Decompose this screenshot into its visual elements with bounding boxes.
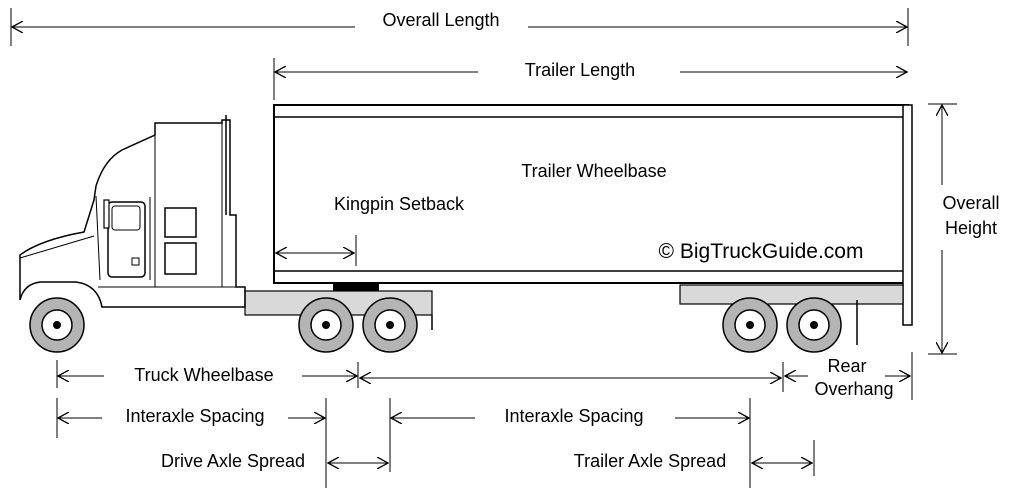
sleeper-window-lower (164, 242, 197, 275)
truck-wheelbase-label: Truck Wheelbase (134, 365, 273, 385)
drive-axle-spread-label: Drive Axle Spread (161, 451, 305, 471)
trailer-box (273, 104, 909, 284)
hood-crease (19, 235, 95, 259)
trailer-length-label: Trailer Length (525, 60, 635, 80)
cab-window (107, 201, 146, 278)
tractor-cab (19, 119, 246, 308)
wheels (29, 297, 842, 353)
wheel-hub (322, 321, 330, 329)
wheel-drive-1 (298, 297, 354, 353)
rear-overhang-label-line2: Overhang (814, 379, 893, 399)
interaxle-spacing-truck-label: Interaxle Spacing (125, 406, 264, 426)
wheel-hub (53, 321, 61, 329)
kingpin-plate (333, 282, 379, 291)
trailer-axle-spread-label: Trailer Axle Spread (574, 451, 726, 471)
wheel-steer (29, 297, 85, 353)
kingpin-setback-label: Kingpin Setback (334, 194, 465, 214)
wheel-hub (386, 321, 394, 329)
wheel-drive-2 (362, 297, 418, 353)
cab-door-front-line (95, 195, 101, 281)
wheel-hub (746, 321, 754, 329)
trailer-rear-door (902, 104, 913, 326)
labels: Overall Length Trailer Length Trailer Wh… (125, 10, 999, 471)
dimension-lines (10, 8, 957, 488)
cab-window-glass (111, 205, 141, 231)
wheel-trailer-1 (722, 297, 778, 353)
mirror (103, 199, 110, 229)
wheel-trailer-2 (786, 297, 842, 353)
trailer-wheelbase-label: Trailer Wheelbase (521, 161, 666, 181)
rear-overhang-label-line1: Rear (827, 356, 866, 376)
trailer (273, 104, 913, 345)
door-handle (131, 257, 140, 266)
interaxle-spacing-trailer-label: Interaxle Spacing (504, 406, 643, 426)
wheel-hub (810, 321, 818, 329)
watermark: © BigTruckGuide.com (659, 240, 864, 263)
sleeper-window-upper (164, 207, 197, 238)
overall-height-label-line1: Overall (942, 193, 999, 213)
overall-length-label: Overall Length (382, 10, 499, 30)
overall-height-label-line2: Height (945, 218, 997, 238)
trailer-axle-frame (679, 284, 904, 305)
